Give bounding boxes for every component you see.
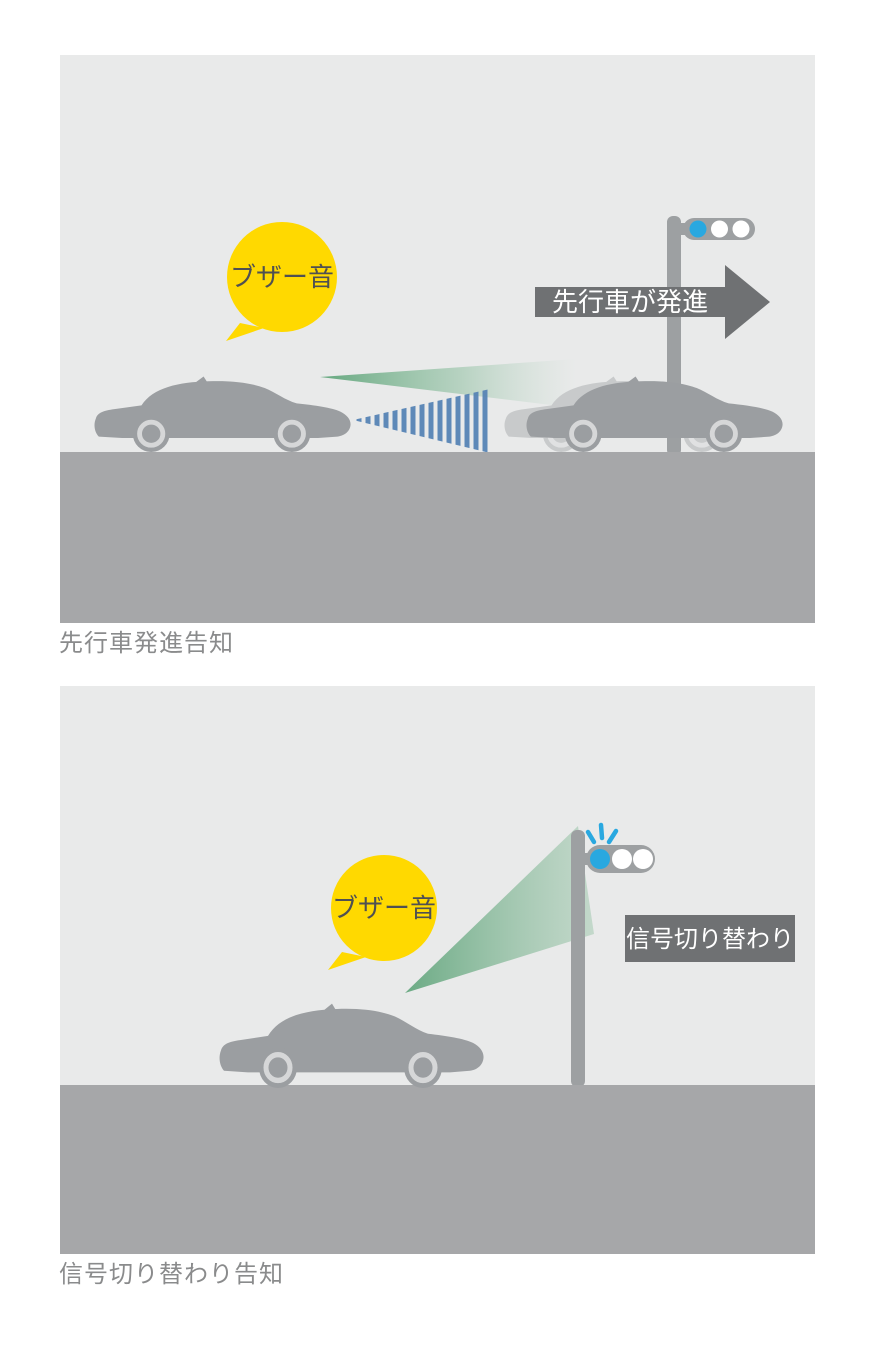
traffic-light-icon (578, 822, 655, 873)
speech-bubble-icon: ブザー音 (328, 855, 437, 970)
radar-waves-icon (353, 389, 490, 453)
traffic-light-icon (674, 218, 755, 240)
camera-beam-icon (320, 359, 576, 408)
camera-beam-icon (405, 826, 594, 993)
signal-light-blue (689, 220, 707, 238)
blink-marks-icon (585, 822, 619, 845)
signal-light-blue (590, 849, 610, 869)
figure-signal-change: 信号切り替わり ブザー音 (60, 686, 815, 1254)
figure1-caption: 先行車発進告知 (59, 630, 234, 657)
buzzer-label: ブザー音 (332, 893, 436, 923)
figure1-canvas: 先行車が発進 ブザー音 (60, 55, 815, 623)
arrow-right-icon: 先行車が発進 (535, 265, 770, 339)
ground (60, 452, 815, 623)
signal-light-off (732, 220, 750, 238)
arrow-banner-label: 先行車が発進 (552, 287, 708, 317)
signal-light-off (711, 220, 728, 238)
buzzer-label: ブザー音 (230, 262, 334, 292)
signal-light-off (612, 849, 632, 869)
signal-pole (571, 830, 585, 1087)
ground (60, 1085, 815, 1254)
figure-preceding-car-start: 先行車が発進 ブザー音 (60, 55, 815, 623)
signal-light-off (633, 849, 653, 869)
speech-bubble-icon: ブザー音 (226, 222, 337, 341)
signal-change-label: 信号切り替わり (626, 926, 794, 953)
figure2-caption: 信号切り替わり告知 (59, 1261, 284, 1288)
figure2-canvas: 信号切り替わり ブザー音 (60, 686, 815, 1254)
signal-change-banner: 信号切り替わり (625, 915, 795, 962)
